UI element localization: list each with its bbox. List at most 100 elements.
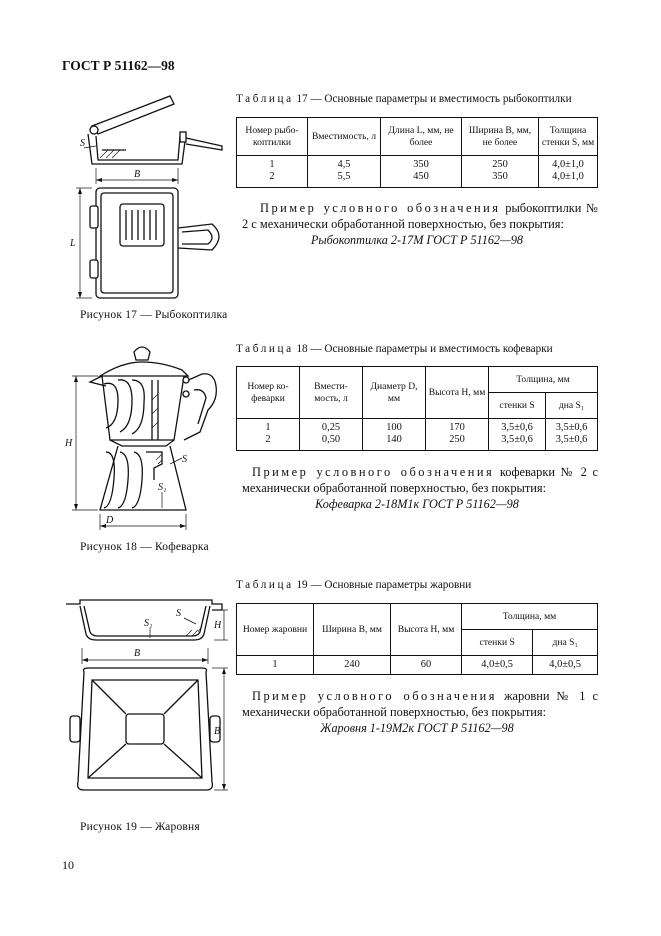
coffee-maker-handle	[183, 373, 217, 441]
table-18-col-number: Номер ко-феварки	[236, 366, 300, 419]
example-19-text: жаровни № 1 с механически обработанной п…	[242, 689, 599, 719]
example-18-lead: Пример условного обозначения	[252, 465, 495, 479]
table-18-caption-prefix: Таблица	[236, 343, 294, 355]
table-row: 1 240 60 4,0±0,5 4,0±0,5	[236, 654, 598, 676]
lid-hinge	[89, 125, 99, 135]
table-17-cell: 4,5 5,5	[307, 155, 381, 188]
table-18-cell: 1 2	[236, 418, 300, 451]
table-17-caption-text: 17 — Основные параметры и вместимость ры…	[296, 93, 572, 105]
table-17-col-thickness: Толщина стенки S, мм	[538, 117, 598, 156]
designation-19: Жаровня 1-19М2к ГОСТ Р 51162—98	[320, 721, 514, 735]
table-17-cell: 4,0±1,0 4,0±1,0	[538, 155, 598, 188]
table-19-col-width: Ширина B, мм	[313, 603, 391, 656]
figure-18-coffee-maker-drawing: H S S₁ D	[64, 346, 217, 530]
roaster-handle-left	[69, 715, 81, 743]
table-19: Номер жаровни Ширина B, мм Высота H, мм …	[236, 603, 598, 676]
example-17-text: рыбокоптилки № 2 с механически обработан…	[242, 201, 598, 231]
example-17: Пример условного обозначения рыбокоптилк…	[242, 201, 598, 233]
table-17-cell: 350 450	[380, 155, 462, 188]
dim-label-b-side: B	[214, 726, 220, 737]
table-17-header-row: Номер рыбо-коптилки Вместимость, л Длина…	[236, 117, 598, 156]
table-18-caption: Таблица 18 — Основные параметры и вмести…	[236, 343, 553, 355]
table-17-caption-prefix: Таблица	[236, 93, 294, 105]
table-17: Номер рыбо-коптилки Вместимость, л Длина…	[236, 117, 598, 188]
table-18-col-capacity: Вмести-мость, л	[299, 366, 363, 419]
dim-label-b-top: B	[134, 648, 140, 659]
table-18-caption-text: 18 — Основные параметры и вместимость ко…	[296, 343, 553, 355]
table-17-col-number: Номер рыбо-коптилки	[236, 117, 308, 156]
table-18-subheader-row: стенки S дна S₁	[237, 392, 598, 419]
roaster-handle-right	[209, 715, 221, 743]
example-18-text: кофеварки № 2 с механически обработанной…	[242, 465, 598, 495]
smokehouse-handle-side	[185, 137, 223, 151]
roaster-rim	[66, 599, 223, 611]
table-19-col-thickness: Толщина, мм	[461, 603, 598, 630]
table-19-subcol-wall: стенки S	[460, 629, 534, 656]
dim-label-d: D	[105, 515, 114, 526]
figure-17-smokehouse-drawing: S B L	[69, 95, 223, 299]
example-18: Пример условного обозначения кофеварки №…	[242, 465, 598, 497]
dim-label-s1: S₁	[158, 482, 166, 493]
designation-17: Рыбокоптилка 2-17М ГОСТ Р 51162—98	[310, 233, 524, 247]
table-row: 1 2 4,5 5,5 350 450 250 350 4,0±1,0 4,0±…	[236, 155, 598, 188]
smokehouse-body-section	[87, 133, 187, 165]
table-19-cell: 4,0±0,5	[460, 654, 534, 676]
table-19-col-number: Номер жаровни	[236, 603, 314, 656]
figure-18-caption: Рисунок 18 — Кофеварка	[80, 541, 209, 553]
table-18-cell: 100 140	[362, 418, 426, 451]
roaster-plan-view	[76, 667, 214, 791]
roaster-side-section	[79, 605, 211, 641]
table-18: Номер ко-феварки Вмести-мость, л Диаметр…	[236, 366, 598, 451]
smokehouse-vent-panel	[119, 203, 165, 247]
table-19-header-row: Номер жаровни Ширина B, мм Высота H, мм …	[236, 603, 598, 656]
table-18-col-thickness: Толщина, мм	[488, 366, 598, 393]
table-18-cell: 0,25 0,50	[299, 418, 363, 451]
example-19: Пример условного обозначения жаровни № 1…	[242, 689, 598, 721]
dim-label-h: H	[213, 620, 222, 631]
table-19-cell: 240	[313, 654, 391, 676]
table-17-col-length: Длина L, мм, не более	[380, 117, 462, 156]
table-18-cell: 170 250	[425, 418, 489, 451]
figure-19-roaster-drawing: S₁ S H B B	[66, 599, 228, 791]
coffee-maker-knob	[133, 346, 151, 361]
coffee-maker-upper-chamber	[101, 375, 185, 441]
table-18-subcol-wall: стенки S	[487, 392, 547, 419]
dim-label-s: S	[176, 608, 181, 619]
dim-label-l: L	[69, 238, 76, 249]
smokehouse-handle-top	[177, 223, 220, 251]
table-18-col-diameter: Диаметр D, мм	[362, 366, 426, 419]
table-19-cell: 60	[390, 654, 462, 676]
roaster-center-square	[125, 713, 165, 745]
smokehouse-top-view	[95, 187, 179, 299]
table-row: 1 2 0,25 0,50 100 140 170 250 3,5±0,6 3,…	[236, 418, 598, 451]
designation-18: Кофеварка 2-18М1к ГОСТ Р 51162—98	[315, 497, 519, 511]
table-19-subcol-bottom: дна S₁	[532, 629, 598, 656]
table-17-cell: 1 2	[236, 155, 308, 188]
table-18-col-height: Высота H, мм	[425, 366, 489, 419]
page-number: 10	[62, 858, 74, 872]
dim-label-s: S	[80, 138, 85, 149]
table-17-cell: 250 350	[461, 155, 539, 188]
dim-label-s1: S₁	[144, 618, 152, 629]
dim-label-h: H	[64, 438, 73, 449]
figure-19-caption: Рисунок 19 — Жаровня	[80, 821, 200, 833]
example-17-lead: Пример условного обозначения	[260, 201, 501, 215]
table-18-cell: 3,5±0,6 3,5±0,6	[545, 418, 598, 451]
document-header: ГОСТ Р 51162—98	[62, 58, 175, 73]
table-19-col-height: Высота H, мм	[390, 603, 462, 656]
smokehouse-lid	[90, 95, 175, 135]
table-18-subcol-bottom: дна S₁	[545, 392, 598, 419]
table-19-caption: Таблица 19 — Основные параметры жаровни	[236, 579, 471, 591]
dim-label-b: B	[134, 169, 140, 180]
coffee-maker-lower-chamber	[99, 445, 187, 511]
table-17-col-capacity: Вместимость, л	[307, 117, 381, 156]
table-19-cell: 4,0±0,5	[532, 654, 598, 676]
coffee-maker-lid	[97, 361, 190, 377]
table-19-subheader-row: стенки S дна S₁	[237, 629, 598, 656]
table-17-col-width: Ширина B, мм, не более	[461, 117, 539, 156]
table-18-cell: 3,5±0,6 3,5±0,6	[487, 418, 547, 451]
table-17-caption: Таблица 17 — Основные параметры и вмести…	[236, 93, 572, 105]
table-18-header-row: Номер ко-феварки Вмести-мость, л Диаметр…	[236, 366, 598, 419]
table-19-caption-prefix: Таблица	[236, 579, 294, 591]
table-19-caption-text: 19 — Основные параметры жаровни	[296, 579, 472, 591]
